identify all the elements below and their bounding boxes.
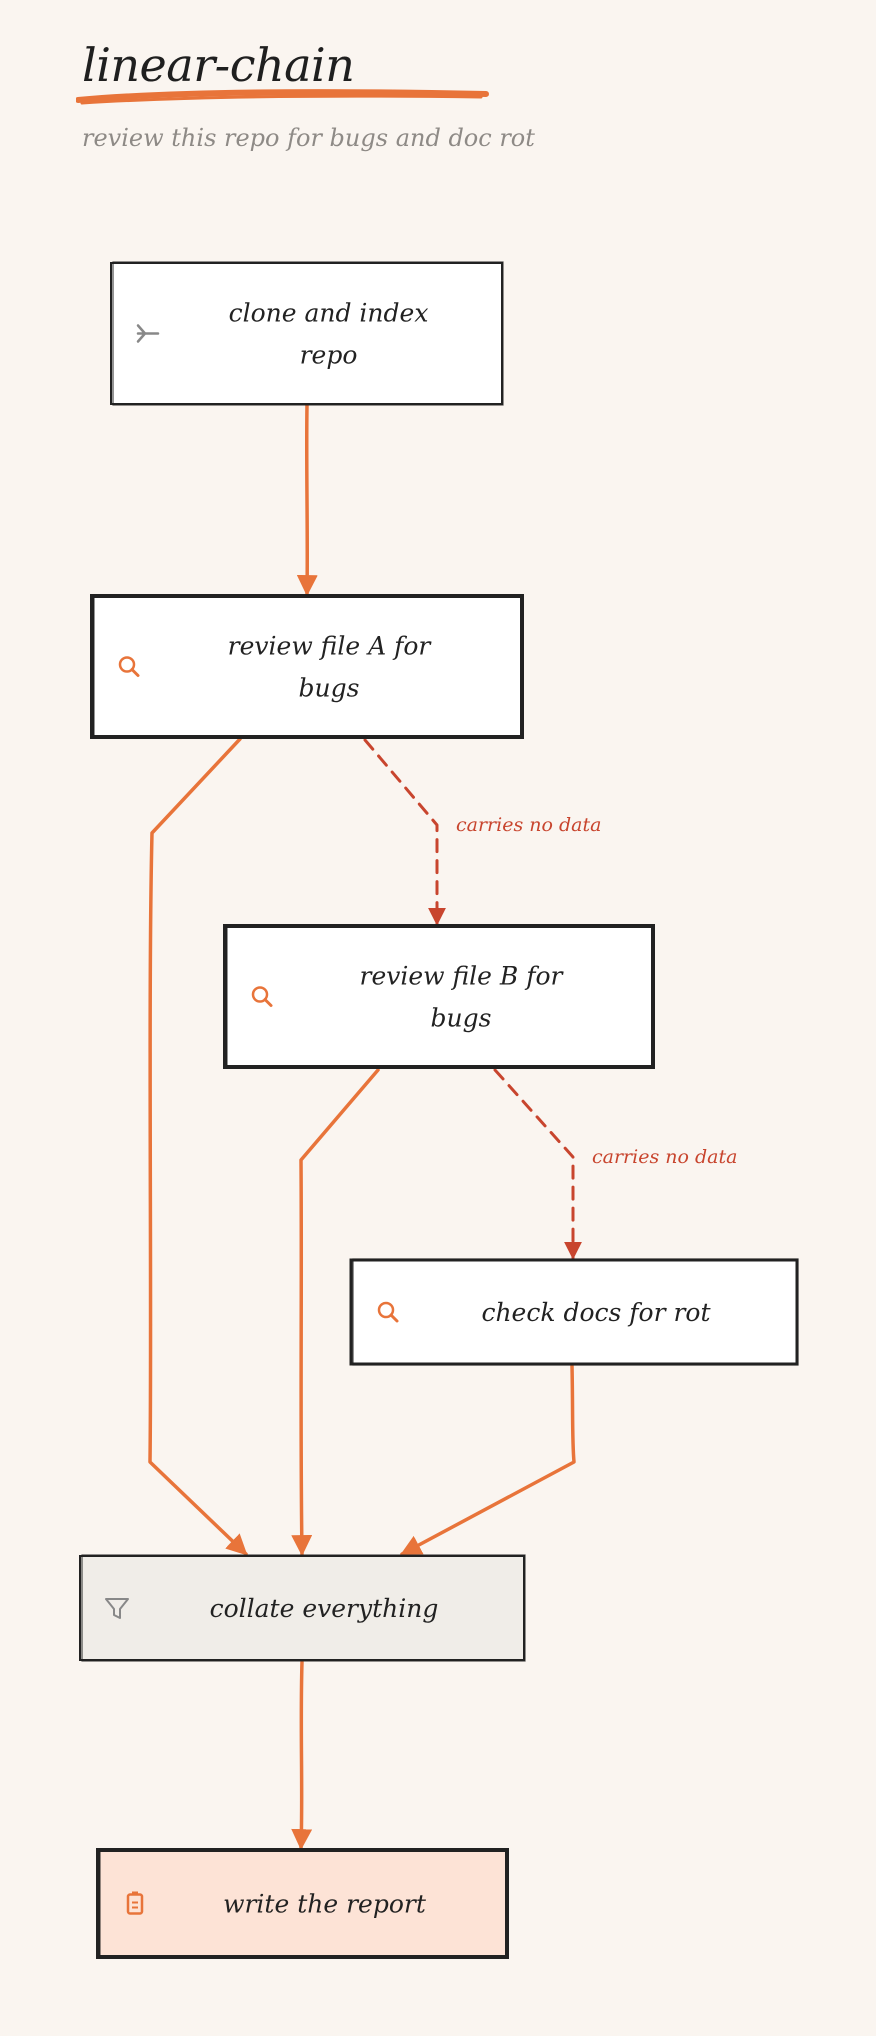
node-box — [223, 924, 655, 1069]
edge-docs-collate — [400, 1364, 576, 1556]
node-box — [90, 594, 524, 739]
edges-layer: carries no data carries no data — [148, 403, 737, 1851]
node-box — [110, 262, 503, 405]
node-clone[interactable]: clone and index repo — [110, 261, 504, 406]
node-box — [349, 1258, 799, 1366]
edge-reviewB-docs — [493, 1068, 582, 1260]
node-reviewB[interactable]: review file B for bugs — [223, 924, 655, 1069]
edge-collate-report — [291, 1660, 313, 1851]
node-box — [79, 1555, 525, 1661]
git-branch-icon — [136, 324, 160, 343]
search-icon — [251, 986, 273, 1007]
node-label-line: check docs for rot — [481, 1298, 711, 1327]
edge-reviewA-collate — [148, 737, 248, 1556]
node-label-line: review file A for — [228, 632, 433, 661]
filter-icon — [105, 1598, 129, 1619]
node-docs[interactable]: check docs for rot — [349, 1258, 799, 1366]
nodes-layer: clone and index repo review file A for bugs… — [79, 261, 799, 1959]
node-collate[interactable]: collate everything — [79, 1554, 526, 1662]
edge-clone-reviewA — [296, 403, 318, 597]
node-label-line: bugs — [431, 1004, 492, 1033]
node-label-line: review file B for — [360, 962, 565, 991]
node-label-line: write the report — [223, 1890, 427, 1919]
node-label-line: repo — [300, 341, 358, 370]
clipboard-icon — [126, 1891, 144, 1915]
node-label-line: clone and index — [229, 299, 429, 328]
edge-label-reviewA-reviewB: carries no data — [456, 814, 601, 836]
search-icon — [118, 656, 140, 677]
edge-reviewA-reviewB — [363, 738, 446, 926]
diagram-title: linear-chain — [82, 38, 355, 92]
search-icon — [377, 1301, 399, 1323]
edge-label-reviewB-docs: carries no data — [592, 1146, 737, 1168]
title-underline — [76, 89, 489, 105]
node-report[interactable]: write the report — [96, 1848, 509, 1959]
node-box — [96, 1848, 509, 1959]
node-reviewA[interactable]: review file A for bugs — [90, 594, 524, 739]
node-label-line: collate everything — [210, 1594, 439, 1623]
edge-reviewB-collate — [291, 1068, 380, 1557]
diagram-subtitle: review this repo for bugs and doc rot — [82, 124, 535, 152]
node-label-line: bugs — [299, 674, 360, 703]
